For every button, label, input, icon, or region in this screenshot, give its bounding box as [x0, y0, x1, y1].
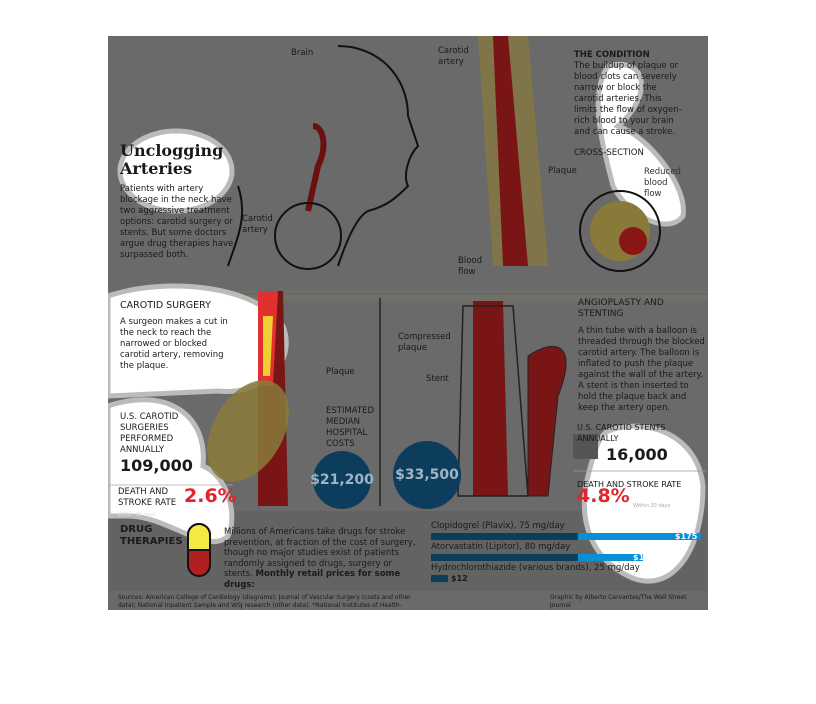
surgery-stat-label: U.S. CAROTID SURGERIES PERFORMED ANNUALL… [120, 412, 179, 455]
stent-stat-label: U.S. CAROTID STENTS ANNUALLY [577, 423, 666, 443]
stenting-heading: ANGIOPLASTY AND STENTING [578, 298, 664, 319]
drug-name-2: Hydrochlorothiazide (various brands), 25… [431, 563, 640, 573]
label-brain: Brain [291, 48, 314, 58]
surgery-cost-badge: $21,200 [310, 451, 374, 509]
surgery-rate-note: Within 30 days [118, 512, 156, 518]
label-plaque-surgery: Plaque [326, 367, 355, 377]
condition-heading: THE CONDITION [574, 50, 650, 60]
drug-bar-1 [578, 554, 643, 561]
stent-stat-value: 16,000 [606, 445, 668, 464]
drug-name-1: Atorvastatin (Lipitor), 80 mg/day [431, 542, 571, 552]
stenting-section: ANGIOPLASTY AND STENTING A thin tube with… [578, 298, 706, 414]
costs-heading: ESTIMATED MEDIAN HOSPITAL COSTS [326, 406, 375, 449]
drug-name-0: Clopidogrel (Plavix), 75 mg/day [431, 521, 565, 531]
drugs-text: Millions of Americans take drugs for str… [224, 527, 416, 579]
label-blood-flow: Blood flow [458, 256, 482, 277]
cross-section-label: CROSS-SECTION [574, 148, 644, 158]
label-plaque: Plaque [548, 166, 577, 176]
stent-cost-badge: $33,500 [393, 441, 461, 509]
label-compressed-plaque: Compressed plaque [398, 332, 451, 353]
stent-rate-note: Within 30 days [633, 503, 671, 509]
drugs-heading: DRUG THERAPIES [120, 524, 183, 547]
sources: Sources: American College of Cardiology … [118, 594, 411, 609]
label-stent: Stent [426, 374, 449, 384]
illustration [108, 36, 708, 591]
stent-rate-value: 4.8% [577, 485, 630, 507]
condition-text: The buildup of plaque or blood clots can… [574, 61, 682, 137]
stent-rate-label: DEATH AND STROKE RATE [577, 480, 682, 489]
surgery-section: CAROTID SURGERY A surgeon makes a cut in … [120, 300, 235, 372]
label-reduced-blood-flow: Reduced blood flow [644, 167, 681, 199]
page-title: Unclogging Arteries [120, 141, 224, 178]
surgery-rate-label: DEATH AND STROKE RATE [118, 487, 177, 508]
drug-price-0: $175 [675, 532, 698, 541]
infographic: Brain Carotid artery Unclogging Arteries… [108, 36, 708, 610]
intro-text: Patients with artery blockage in the nec… [120, 184, 234, 260]
surgery-text: A surgeon makes a cut in the neck to rea… [120, 317, 228, 371]
drug-price-1: $150 [633, 553, 656, 562]
surgery-heading: CAROTID SURGERY [120, 300, 211, 311]
surgery-stat-value: 109,000 [120, 456, 193, 475]
drugs-subhead: Monthly retail prices for some drugs: [224, 569, 401, 590]
label-carotid-artery-top: Carotid artery [438, 46, 469, 67]
drug-bar-0 [578, 533, 701, 540]
stenting-text: A thin tube with a balloon is threaded t… [578, 326, 705, 413]
surgery-rate-value: 2.6% [184, 485, 237, 507]
drugs-section: Millions of Americans take drugs for str… [224, 527, 419, 590]
label-carotid-artery: Carotid artery [242, 214, 273, 235]
credit: Graphic by Alberto Cervantes/The Wall St… [550, 594, 687, 609]
drug-price-2: $12 [451, 574, 468, 583]
